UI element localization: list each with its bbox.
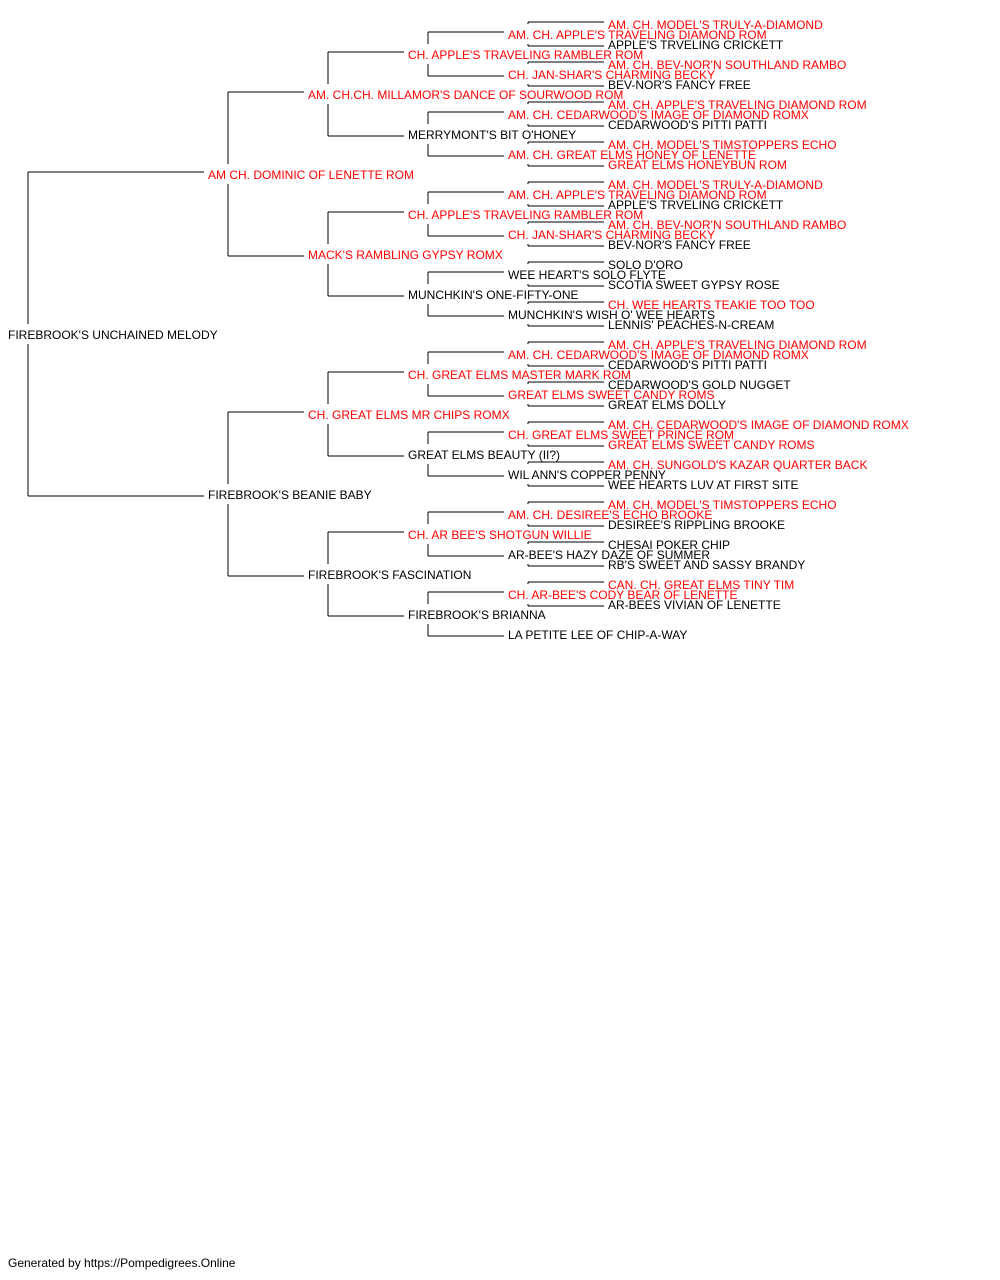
- ancestor-name: LA PETITE LEE OF CHIP-A-WAY: [508, 628, 688, 642]
- ancestor-name: LENNIS' PEACHES-N-CREAM: [608, 318, 775, 332]
- ancestor-name: FIREBROOK'S FASCINATION: [308, 568, 472, 582]
- ancestor-name: APPLE'S TRVELING CRICKETT: [608, 198, 784, 212]
- ancestor-name: AM. CH. GREAT ELMS HONEY OF LENETTE: [508, 148, 757, 162]
- ancestor-name: CH. AR-BEE'S CODY BEAR OF LENETTE: [508, 588, 738, 602]
- ancestor-name: AM. CH. MODEL'S TIMSTOPPERS ECHO: [608, 138, 837, 152]
- ancestor-name: BEV-NOR'S FANCY FREE: [608, 78, 751, 92]
- ancestor-name: MUNCHKIN'S ONE-FIFTY-ONE: [408, 288, 579, 302]
- ancestor-name: AM. CH. BEV-NOR'N SOUTHLAND RAMBO: [608, 218, 847, 232]
- ancestor-name: GREAT ELMS BEAUTY (II?): [408, 448, 561, 462]
- ancestor-name: AM. CH. MODEL'S TIMSTOPPERS ECHO: [608, 498, 837, 512]
- ancestor-name: AM. CH. SUNGOLD'S KAZAR QUARTER BACK: [608, 458, 868, 472]
- ancestor-name: CH. JAN-SHAR'S CHARMING BECKY: [508, 228, 715, 242]
- ancestor-name: CEDARWOOD'S GOLD NUGGET: [608, 378, 791, 392]
- ancestor-name: GREAT ELMS SWEET CANDY ROMS: [608, 438, 815, 452]
- ancestor-name: FIREBROOK'S BRIANNA: [408, 608, 546, 622]
- ancestor-name: GREAT ELMS HONEYBUN ROM: [608, 158, 787, 172]
- ancestor-name: AM. CH. BEV-NOR'N SOUTHLAND RAMBO: [608, 58, 847, 72]
- ancestor-name: MERRYMONT'S BIT O'HONEY: [408, 128, 577, 142]
- ancestor-name: CH. AR BEE'S SHOTGUN WILLIE: [408, 528, 592, 542]
- ancestor-name: CEDARWOOD'S PITTI PATTI: [608, 118, 767, 132]
- ancestor-name: AM. CH. APPLE'S TRAVELING DIAMOND ROM: [508, 188, 767, 202]
- ancestor-name: CH. APPLE'S TRAVELING RAMBLER ROM: [408, 48, 644, 62]
- ancestor-name: CH. GREAT ELMS MASTER MARK ROM: [408, 368, 631, 382]
- subject-name: FIREBROOK'S UNCHAINED MELODY: [8, 328, 218, 342]
- ancestor-name: AM. CH. MODEL'S TRULY-A-DIAMOND: [608, 18, 823, 32]
- ancestor-name: DESIREE'S RIPPLING BROOKE: [608, 518, 786, 532]
- ancestor-name: AM. CH. CEDARWOOD'S IMAGE OF DIAMOND ROM…: [508, 348, 809, 362]
- ancestor-name: SCOTIA SWEET GYPSY ROSE: [608, 278, 780, 292]
- ancestor-name: WEE HEARTS LUV AT FIRST SITE: [608, 478, 799, 492]
- ancestor-name: CAN. CH. GREAT ELMS TINY TIM: [608, 578, 795, 592]
- ancestor-name: AM. CH. DESIREE'S ECHO BROOKE: [508, 508, 713, 522]
- ancestor-name: CH. APPLE'S TRAVELING RAMBLER ROM: [408, 208, 644, 222]
- footer-credit: Generated by https://Pompedigrees.Online: [8, 1256, 236, 1270]
- ancestor-name: AM. CH. APPLE'S TRAVELING DIAMOND ROM: [508, 28, 767, 42]
- ancestor-name: CH. JAN-SHAR'S CHARMING BECKY: [508, 68, 715, 82]
- ancestor-name: WEE HEART'S SOLO FLYTE: [508, 268, 666, 282]
- ancestor-name: MACK'S RAMBLING GYPSY ROMX: [308, 248, 503, 262]
- ancestor-name: CH. GREAT ELMS MR CHIPS ROMX: [308, 408, 510, 422]
- ancestor-name: CEDARWOOD'S PITTI PATTI: [608, 358, 767, 372]
- ancestor-name: FIREBROOK'S BEANIE BABY: [208, 488, 372, 502]
- ancestor-name: BEV-NOR'S FANCY FREE: [608, 238, 751, 252]
- ancestor-name: CHESAI POKER CHIP: [608, 538, 731, 552]
- ancestor-name: AR-BEES VIVIAN OF LENETTE: [608, 598, 781, 612]
- ancestor-name: RB'S SWEET AND SASSY BRANDY: [608, 558, 806, 572]
- ancestor-name: WIL ANN'S COPPER PENNY: [508, 468, 666, 482]
- ancestor-name: AR-BEE'S HAZY DAZE OF SUMMER: [508, 548, 711, 562]
- ancestor-name: AM. CH. APPLE'S TRAVELING DIAMOND ROM: [608, 98, 867, 112]
- ancestor-name: CH. GREAT ELMS SWEET PRINCE ROM: [508, 428, 735, 442]
- ancestor-name: MUNCHKIN'S WISH O' WEE HEARTS: [508, 308, 716, 322]
- ancestor-name: CH. WEE HEARTS TEAKIE TOO TOO: [608, 298, 815, 312]
- ancestor-name: AM. CH. CEDARWOOD'S IMAGE OF DIAMOND ROM…: [608, 418, 909, 432]
- ancestor-name: SOLO D'ORO: [608, 258, 683, 272]
- ancestor-name: AM. CH. CEDARWOOD'S IMAGE OF DIAMOND ROM…: [508, 108, 809, 122]
- ancestor-name: GREAT ELMS SWEET CANDY ROMS: [508, 388, 715, 402]
- ancestor-name: AM CH. DOMINIC OF LENETTE ROM: [208, 168, 415, 182]
- ancestor-name: AM. CH. APPLE'S TRAVELING DIAMOND ROM: [608, 338, 867, 352]
- ancestor-name: GREAT ELMS DOLLY: [608, 398, 727, 412]
- ancestor-name: APPLE'S TRVELING CRICKETT: [608, 38, 784, 52]
- ancestor-name: AM. CH.CH. MILLAMOR'S DANCE OF SOURWOOD …: [308, 88, 624, 102]
- ancestor-name: AM. CH. MODEL'S TRULY-A-DIAMOND: [608, 178, 823, 192]
